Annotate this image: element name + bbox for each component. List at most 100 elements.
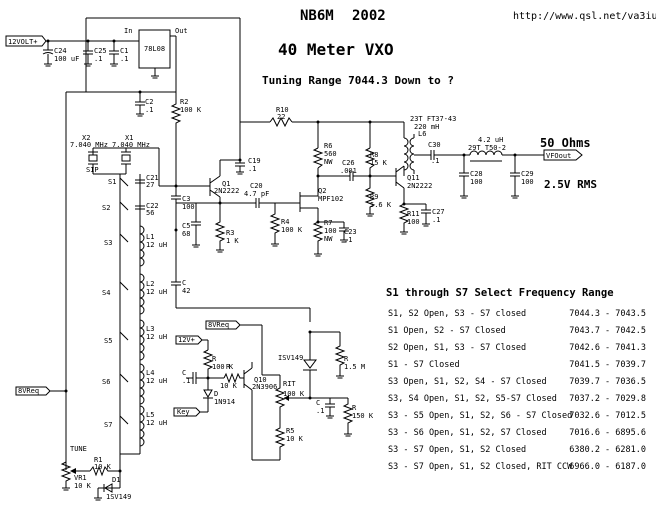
c22-ref: C22	[146, 202, 159, 210]
q2-ref: Q2	[318, 187, 326, 195]
r3-value: 1 K	[226, 237, 239, 245]
c24-value: 100 uF	[54, 55, 79, 63]
tuning-range-note: Tuning Range 7044.3 Down to ?	[262, 74, 454, 87]
switch-s6[interactable]: S6	[102, 378, 110, 386]
c-rit-ref: C	[316, 399, 320, 407]
d1-type: 1SV149	[106, 493, 131, 501]
switch-s5[interactable]: S5	[104, 337, 112, 345]
r7-value: 100	[324, 227, 337, 235]
l3-ref: L3	[146, 325, 154, 333]
c-rit-value: .1	[316, 407, 324, 415]
switch-s7[interactable]: S7	[104, 421, 112, 429]
l5-value: 12 uH	[146, 419, 167, 427]
table-row-config: S3 - S7 Open, S1, S2 Closed, RIT CCW	[388, 462, 573, 472]
c28-value: 100	[470, 178, 483, 186]
l7-core: 29T T50-2	[468, 144, 506, 152]
table-row-range: 7041.5 - 7039.7	[569, 360, 646, 370]
table-row-range: 7039.7 - 7036.5	[569, 377, 646, 387]
c3-value: 100	[182, 203, 195, 211]
x1-freq: 7.040 MHz	[112, 141, 150, 149]
vreg-rit-port	[205, 320, 241, 330]
table-row-range: 7037.2 - 7029.8	[569, 394, 646, 404]
amplifier-q11: R8 15 K R9 5.6 K Q11 2N2222 R11 100 C27 …	[364, 122, 445, 235]
table-row-range: 6380.2 - 6281.0	[569, 445, 646, 455]
table-row-config: S1, S2 Open, S3 - S7 closed	[388, 309, 526, 319]
c29-value: 100	[521, 178, 534, 186]
l6-value: 220 mH	[414, 123, 439, 131]
r5-ref: R5	[286, 427, 294, 435]
r-10k-value: 10 K	[220, 382, 238, 390]
r4-ref: R4	[281, 218, 289, 226]
l5-ref: L5	[146, 411, 154, 419]
table-row-config: S3 - S7 Open, S1, S2 Closed	[388, 445, 526, 455]
c-left-value: .1	[182, 377, 190, 385]
r-bias-value: 1.5 M	[344, 363, 365, 371]
diagram-title: 40 Meter VXO	[278, 40, 394, 59]
l4-value: 12 uH	[146, 377, 167, 385]
callsign: NB6M	[300, 8, 334, 24]
r9-value: 5.6 K	[370, 201, 392, 209]
r-bias-ref: R	[344, 355, 349, 363]
q10-ref: Q10	[254, 376, 267, 384]
table-row-range: 6966.0 - 6187.0	[569, 462, 646, 472]
key-port	[173, 407, 201, 417]
key-label: Key	[177, 408, 190, 416]
source-url[interactable]: http://www.qsl.net/va3iul	[513, 11, 656, 22]
c42-value: 42	[182, 287, 190, 295]
r6-ref: R6	[324, 142, 332, 150]
vreg-rit-label: 8VReq	[208, 321, 229, 329]
v12-port	[175, 335, 203, 345]
c28-ref: C28	[470, 170, 483, 178]
switch-s1[interactable]: S1	[108, 178, 116, 186]
r-q10-ref: R	[212, 355, 217, 363]
table-row-range: 7043.7 - 7042.5	[569, 326, 646, 336]
c25-value: .1	[94, 55, 102, 63]
rit-ref: RIT	[283, 380, 296, 388]
r6-value: 560	[324, 150, 337, 158]
l4-ref: L4	[146, 369, 154, 377]
q11-ref: Q11	[407, 174, 420, 182]
table-row-config: S2 Open, S1, S3 - S7 Closed	[388, 343, 526, 353]
table-heading: S1 through S7 Select Frequency Range	[386, 287, 614, 299]
l7-value: 4.2 uH	[478, 136, 503, 144]
c23-value: .1	[344, 236, 352, 244]
q1-ref: Q1	[222, 180, 230, 188]
switch-s2[interactable]: S2	[102, 204, 110, 212]
output-level: 2.5V RMS	[544, 178, 597, 191]
c26-ref: C26	[342, 159, 355, 167]
vr1-value[interactable]: 10 K	[74, 482, 92, 490]
r10-ref: R10	[276, 106, 289, 114]
l3-value: 12 uH	[146, 333, 167, 341]
regulator-78l08	[138, 29, 171, 69]
c5-ref: C5	[182, 222, 190, 230]
table-row-range: 7032.6 - 7012.5	[569, 411, 646, 421]
table-row-range: 7044.3 - 7043.5	[569, 309, 646, 319]
l2-value: 12 uH	[146, 288, 167, 296]
regulator-name: 78L08	[144, 45, 165, 53]
r1-ref: R1	[94, 456, 102, 464]
c20-value: 4.7 pF	[244, 190, 269, 198]
varactor-ref: ISV149	[278, 354, 303, 362]
r-150k-ref: R	[352, 404, 357, 412]
l6-core: 23T FT37-43	[410, 115, 456, 123]
table-row-config: S1 Open, S2 - S7 Closed	[388, 326, 506, 336]
l1-ref: L1	[146, 233, 154, 241]
table-row-range: 7016.6 - 6895.6	[569, 428, 646, 438]
tune-label[interactable]: TUNE	[70, 445, 87, 453]
table-row-config: S1 - S7 Closed	[388, 360, 460, 370]
l6-ref: L6	[418, 130, 426, 138]
vr1-ref[interactable]: VR1	[74, 474, 87, 482]
c22-value: 56	[146, 209, 154, 217]
crystal-section: X2 7.040 MHz X1 7.040 MHz SIP	[70, 134, 176, 187]
r2-ref: R2	[180, 98, 188, 106]
c25-ref: C25	[94, 47, 107, 55]
r4-value: 100 K	[281, 226, 303, 234]
r2-value: 100 K	[180, 106, 202, 114]
vreg-left-port	[15, 386, 51, 396]
switch-s3[interactable]: S3	[104, 239, 112, 247]
r7-ref: R7	[324, 219, 332, 227]
oscillator-q1: Q1 2N2222 C19 .1 C20 4.7 pF C3 100 C5 68…	[171, 122, 300, 276]
buffer-q2: R4 100 K R6 560 NW Q2 MPF102 R7 100 NW C…	[269, 122, 396, 257]
switch-s4[interactable]: S4	[102, 289, 110, 297]
